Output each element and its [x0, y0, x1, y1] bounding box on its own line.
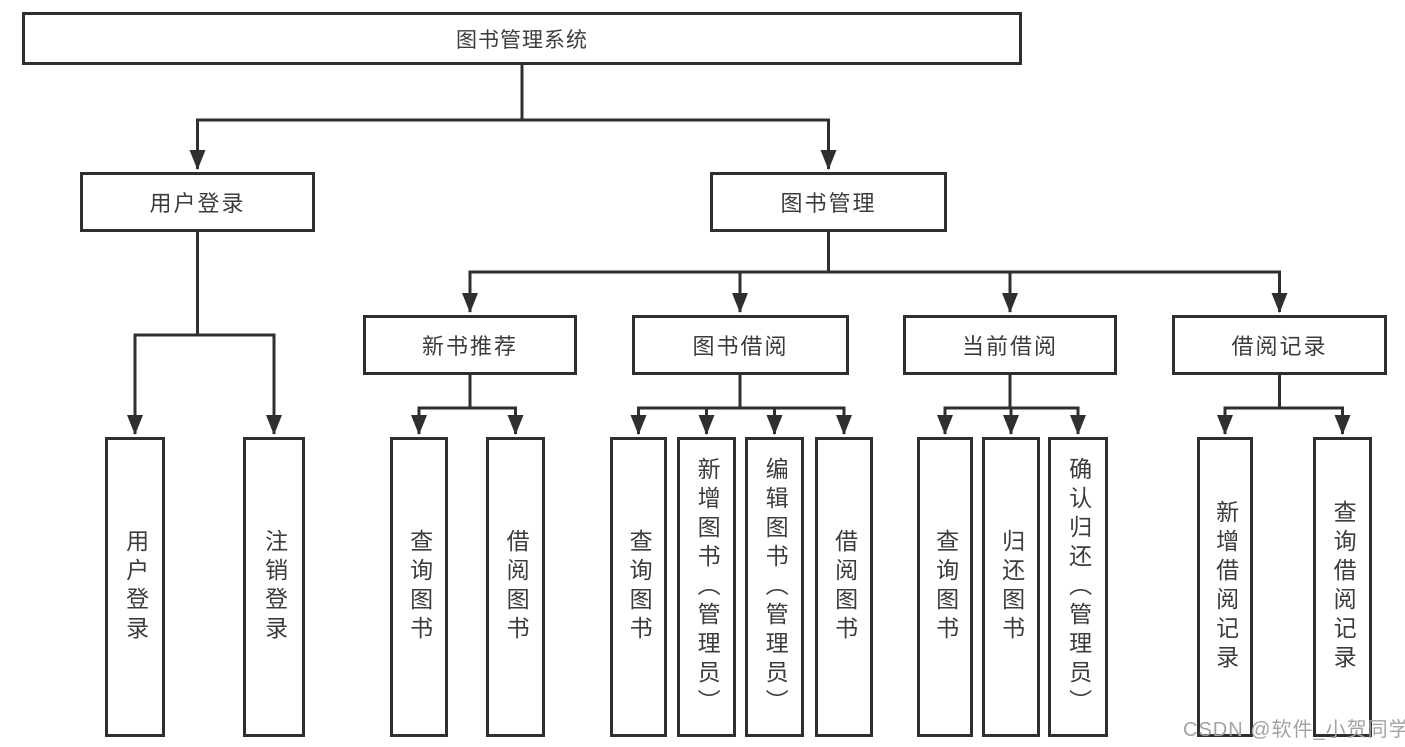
node-leaf-return-books: 归还图书	[982, 437, 1040, 737]
node-leaf-query-books-2: 查询图书	[610, 437, 667, 737]
node-book-management: 图书管理	[710, 172, 947, 232]
node-borrow-records: 借阅记录	[1172, 315, 1387, 375]
node-leaf-query-books-1: 查询图书	[390, 437, 448, 737]
node-label: 图书借阅	[692, 334, 789, 359]
node-leaf-borrow-books-2: 借阅图书	[815, 437, 873, 737]
node-leaf-edit-books-admin: 编辑图书（管理员）	[745, 437, 804, 737]
node-label: 借阅图书	[831, 529, 858, 645]
node-label: 当前借阅	[961, 334, 1058, 359]
node-label: 图书管理	[780, 191, 877, 216]
node-label: 查询图书	[626, 529, 653, 645]
node-leaf-query-borrow-record: 查询借阅记录	[1313, 437, 1372, 737]
node-book-borrow: 图书借阅	[632, 315, 849, 375]
node-current-borrow: 当前借阅	[903, 315, 1117, 375]
node-leaf-query-books-3: 查询图书	[917, 437, 973, 737]
node-label: 新书推荐	[421, 334, 518, 359]
node-label: 查询图书	[932, 529, 959, 645]
node-label: 查询借阅记录	[1330, 500, 1357, 674]
csdn-watermark: CSDN @软件_小贺同学	[1183, 719, 1405, 741]
node-label: 用户登录	[122, 529, 149, 645]
node-label: 借阅图书	[503, 529, 530, 645]
node-leaf-borrow-books-1: 借阅图书	[486, 437, 545, 737]
node-leaf-logout: 注销登录	[243, 437, 305, 737]
node-leaf-add-books-admin: 新增图书（管理员）	[677, 437, 736, 737]
node-label: 新增借阅记录	[1212, 500, 1239, 674]
node-label: 借阅记录	[1231, 334, 1328, 359]
node-library-management-system: 图书管理系统	[22, 12, 1022, 65]
node-leaf-confirm-return-admin: 确认归还（管理员）	[1048, 437, 1108, 737]
node-label: 查询图书	[406, 529, 433, 645]
node-label: 注销登录	[261, 529, 288, 645]
node-label: 新增图书（管理员）	[694, 456, 721, 718]
node-user-login: 用户登录	[80, 172, 315, 232]
node-leaf-user-login: 用户登录	[105, 437, 165, 737]
node-label: 确认归还（管理员）	[1065, 456, 1092, 718]
node-label: 用户登录	[149, 191, 246, 216]
node-label: 图书管理系统	[456, 28, 588, 52]
node-label: 归还图书	[998, 529, 1025, 645]
node-new-book-recommend: 新书推荐	[363, 315, 577, 375]
node-leaf-add-borrow-record: 新增借阅记录	[1197, 437, 1253, 737]
node-label: 编辑图书（管理员）	[762, 456, 789, 718]
